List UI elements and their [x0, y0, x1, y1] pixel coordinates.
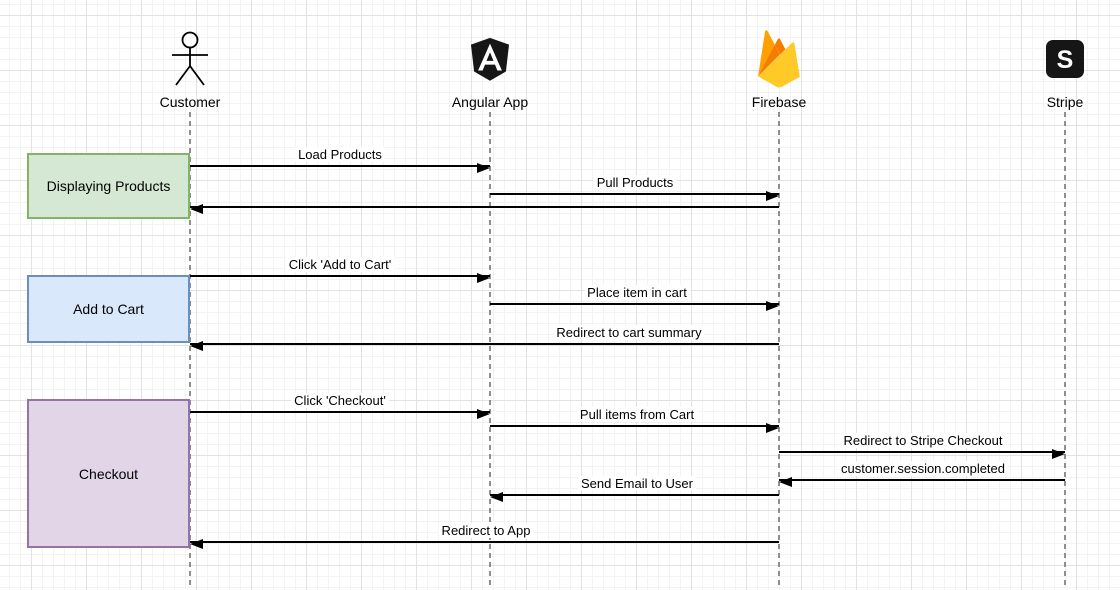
arrowhead-right-icon	[477, 273, 490, 283]
message-label: Click 'Add to Cart'	[285, 257, 395, 272]
angular-logo-icon	[466, 26, 514, 92]
actor-firebase: Firebase	[719, 26, 839, 110]
message-label: Pull Products	[593, 175, 677, 190]
message-label: Click 'Checkout'	[291, 393, 389, 408]
actor-angular-app: Angular App	[430, 26, 550, 110]
lifeline-firebase	[778, 112, 780, 588]
actor-label-customer: Customer	[159, 94, 221, 110]
arrowhead-left-icon	[779, 477, 792, 487]
message-arrow-return-products	[190, 204, 779, 214]
svg-text:S: S	[1057, 46, 1074, 74]
firebase-logo-icon	[757, 26, 801, 92]
phase-checkout: Checkout	[27, 399, 190, 548]
message-arrow-redirect-to-stripe-checkout: Redirect to Stripe Checkout	[779, 433, 1065, 459]
arrowhead-left-icon	[190, 204, 203, 214]
message-arrow-send-email-to-user: Send Email to User	[490, 476, 779, 502]
phase-label: Checkout	[78, 465, 139, 482]
actor-label-stripe: Stripe	[1046, 94, 1084, 110]
phase-add-to-cart: Add to Cart	[27, 275, 190, 343]
message-label: customer.session.completed	[837, 461, 1009, 476]
arrowhead-right-icon	[477, 409, 490, 419]
lifeline-stripe	[1064, 112, 1066, 588]
arrowhead-left-icon	[490, 492, 503, 502]
actor-label-angular-app: Angular App	[451, 94, 529, 110]
arrowhead-right-icon	[477, 163, 490, 173]
message-label: Load Products	[295, 147, 385, 162]
message-arrow-redirect-to-app: Redirect to App	[190, 523, 779, 549]
message-arrow-load-products: Load Products	[190, 147, 490, 173]
message-arrow-redirect-to-cart-summary: Redirect to cart summary	[190, 325, 779, 351]
message-arrow-click-checkout: Click 'Checkout'	[190, 393, 490, 419]
message-label: Send Email to User	[578, 476, 696, 491]
phase-label: Displaying Products	[46, 178, 171, 194]
message-arrow-pull-items-from-cart: Pull items from Cart	[490, 407, 779, 433]
message-arrow-pull-products: Pull Products	[490, 175, 779, 201]
actor-label-firebase: Firebase	[751, 94, 807, 110]
message-arrow-click-add-to-cart: Click 'Add to Cart'	[190, 257, 490, 283]
arrowhead-right-icon	[766, 301, 779, 311]
message-label: Redirect to Stripe Checkout	[840, 433, 1006, 448]
stripe-logo-icon: S	[1046, 26, 1084, 92]
message-label: Redirect to cart summary	[553, 325, 705, 340]
lifeline-angular-app	[489, 112, 491, 588]
arrowhead-right-icon	[766, 423, 779, 433]
message-label: Redirect to App	[438, 523, 534, 538]
message-arrow-customer-session-completed: customer.session.completed	[779, 461, 1065, 487]
actor-customer: Customer	[130, 26, 250, 110]
message-label: Pull items from Cart	[576, 407, 698, 422]
arrowhead-right-icon	[1052, 449, 1065, 459]
phase-label: Add to Cart	[73, 301, 144, 317]
message-label: Place item in cart	[584, 285, 690, 300]
message-arrow-place-item-in-cart: Place item in cart	[490, 285, 779, 311]
phase-displaying-products: Displaying Products	[27, 153, 190, 219]
arrowhead-left-icon	[190, 341, 203, 351]
actor-stripe: S Stripe	[1005, 26, 1120, 110]
arrowhead-right-icon	[766, 191, 779, 201]
arrowhead-left-icon	[190, 539, 203, 549]
person-icon	[170, 26, 210, 92]
